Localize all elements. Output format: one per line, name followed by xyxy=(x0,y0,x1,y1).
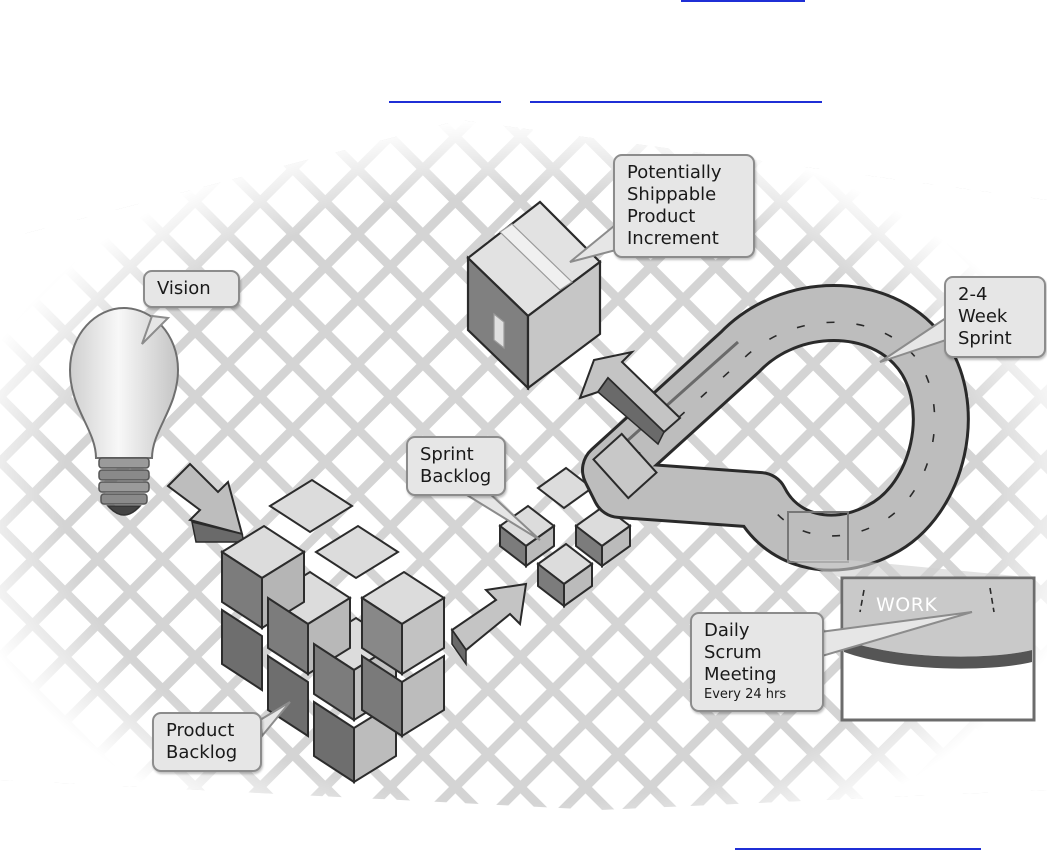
shippable-text-3: Product xyxy=(627,206,696,227)
link-underline-right[interactable] xyxy=(530,101,822,103)
sprint-backlog-bubble: Sprint Backlog xyxy=(406,436,506,496)
product-backlog-cubes xyxy=(220,478,446,784)
product-backlog-bubble: Product Backlog xyxy=(152,712,262,772)
sprint-text-1: 2-4 xyxy=(958,284,988,305)
sprint-backlog-text-2: Backlog xyxy=(420,466,492,487)
lightbulb-icon xyxy=(68,306,180,516)
shippable-text-4: Increment xyxy=(627,228,719,249)
product-backlog-text-1: Product xyxy=(166,720,235,741)
shippable-text-2: Shippable xyxy=(627,184,717,205)
link-underline-left[interactable] xyxy=(389,101,501,103)
daily-scrum-text-3: Meeting xyxy=(704,664,777,685)
sprint-text-2: Week xyxy=(958,306,1008,327)
daily-scrum-text-1: Daily xyxy=(704,620,750,641)
link-underline-top[interactable] xyxy=(681,0,805,2)
sprint-loop xyxy=(581,284,970,572)
sprint-text-3: Sprint xyxy=(958,328,1012,349)
daily-scrum-text-2: Scrum xyxy=(704,642,762,663)
sprint-backlog-text-1: Sprint xyxy=(420,444,474,465)
sprint-backlog-cubes xyxy=(498,466,632,609)
shippable-increment-bubble: Potentially Shippable Product Increment xyxy=(613,154,755,258)
vision-bubble: Vision xyxy=(143,270,240,308)
product-backlog-text-2: Backlog xyxy=(166,742,238,763)
daily-scrum-bubble: Daily Scrum Meeting Every 24 hrs xyxy=(690,612,824,712)
shippable-text-1: Potentially xyxy=(627,162,722,183)
arrow-vision-to-backlog-icon xyxy=(166,462,245,543)
arrow-to-sprint-backlog-icon xyxy=(450,582,528,667)
shipping-box-icon xyxy=(466,200,602,391)
link-underline-bottom[interactable] xyxy=(735,848,981,850)
arrow-to-increment-icon xyxy=(578,350,682,446)
sprint-length-bubble: 2-4 Week Sprint xyxy=(944,276,1046,358)
work-label: WORK xyxy=(876,594,938,616)
daily-scrum-note: Every 24 hrs xyxy=(704,687,787,702)
vision-text: Vision xyxy=(157,278,211,299)
daily-scrum-zoom xyxy=(787,511,1036,722)
